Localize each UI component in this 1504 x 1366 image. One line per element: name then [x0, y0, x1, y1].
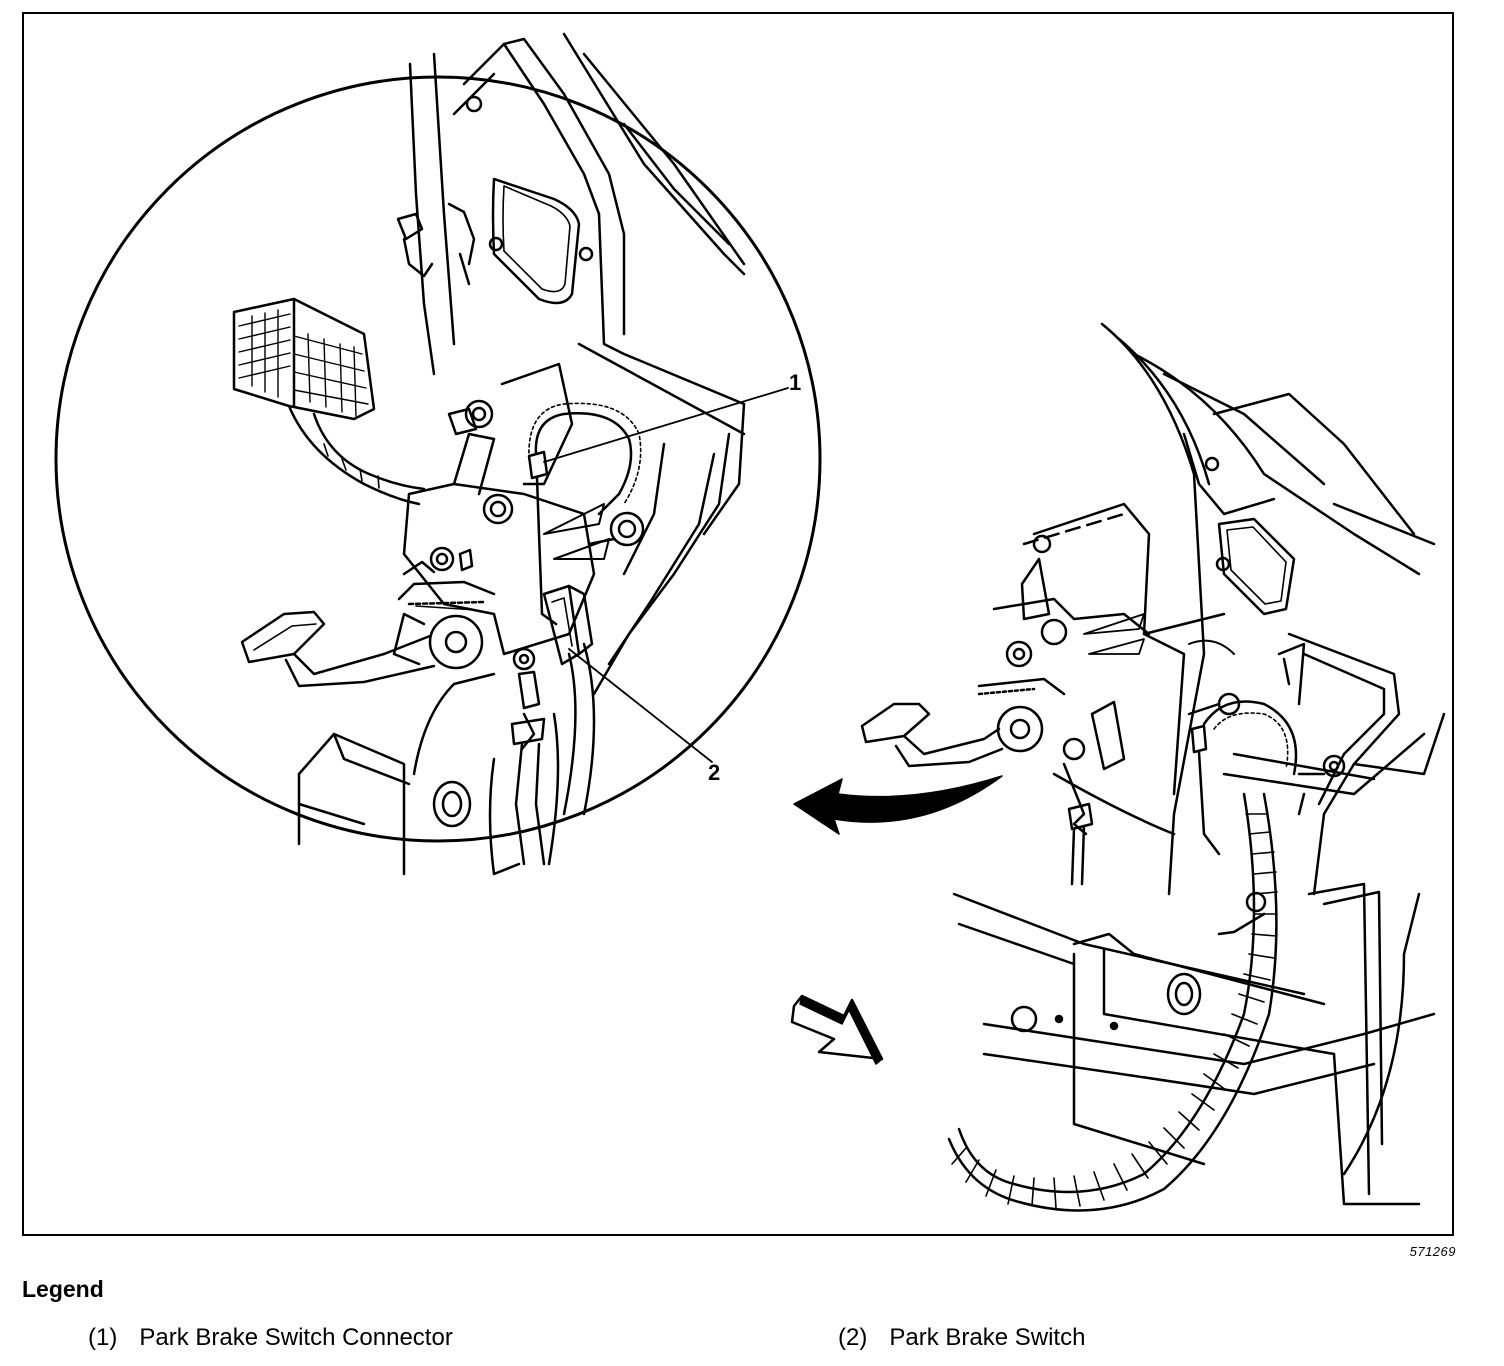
detail-view: 1 2	[54, 32, 822, 876]
diagram-illustration: 1 2	[54, 32, 1446, 1212]
switch-wiring	[527, 402, 642, 626]
legend-item-text: Park Brake Switch	[889, 1324, 1086, 1351]
callout-1: 1	[543, 370, 801, 463]
lower-cable	[488, 642, 596, 876]
mounting-stud	[447, 399, 496, 496]
callout-2: 2	[568, 648, 720, 785]
legend-title: Legend	[22, 1276, 104, 1302]
callout-1-label: 1	[789, 370, 801, 395]
legend-item-2: (2) Park Brake Switch	[838, 1324, 1085, 1352]
ratchet-spring	[397, 560, 496, 611]
figure-frame: 1 2	[22, 12, 1454, 1236]
figure-number: 571269	[1409, 1244, 1456, 1259]
brake-pedal	[240, 610, 436, 688]
clip-fastener	[396, 202, 476, 286]
detail-circle	[54, 75, 822, 843]
dash-panel-structure	[408, 32, 746, 696]
callout-2-label: 2	[708, 760, 720, 785]
electrical-connector-block	[232, 297, 376, 421]
legend-item-text: Park Brake Switch Connector	[139, 1324, 453, 1351]
detail-pointer-arrow	[793, 775, 1003, 835]
convoluted-harness	[947, 792, 1278, 1212]
legend-item-number: (2)	[838, 1324, 868, 1351]
wiring-harness-upper	[287, 404, 426, 506]
overall-view	[860, 322, 1446, 1212]
pedal-pivot	[392, 612, 484, 670]
access-window	[488, 177, 581, 305]
park-brake-switch	[512, 584, 594, 671]
legend-item-1: (1) Park Brake Switch Connector	[88, 1324, 453, 1352]
view-direction-arrow	[790, 994, 884, 1065]
legend-item-number: (1)	[88, 1324, 118, 1351]
lower-body-panel	[297, 672, 496, 876]
